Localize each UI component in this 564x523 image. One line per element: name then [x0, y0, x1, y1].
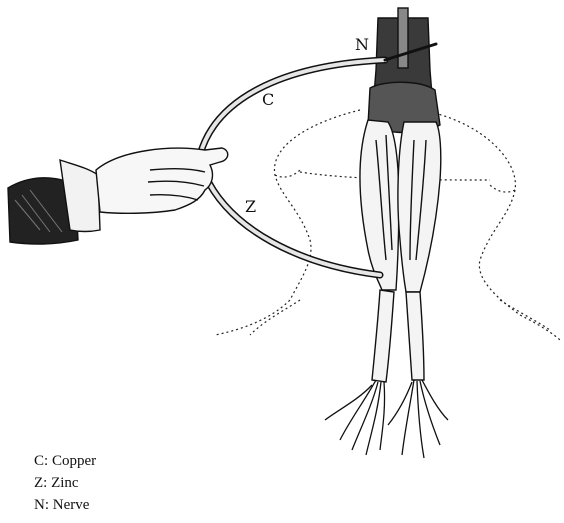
legend-key: N	[34, 497, 45, 513]
legend-text: Zinc	[51, 475, 79, 491]
legend-key: Z	[34, 475, 43, 491]
legend-item-nerve: N: Nerve	[34, 494, 96, 516]
zinc-strip	[205, 175, 380, 275]
legend: C: Copper Z: Zinc N: Nerve	[34, 450, 96, 516]
legend-item-copper: C: Copper	[34, 450, 96, 472]
legend-key: C	[34, 453, 44, 469]
left-foot	[325, 380, 385, 455]
right-foot	[388, 380, 448, 458]
zinc-label: Z	[245, 199, 256, 215]
nerve-label: N	[355, 37, 369, 53]
legend-text: Copper	[52, 453, 96, 469]
legend-text: Nerve	[53, 497, 90, 513]
hand	[8, 148, 228, 244]
legend-separator: :	[45, 497, 53, 513]
legend-separator: :	[44, 453, 52, 469]
copper-label: C	[262, 92, 274, 108]
legend-item-zinc: Z: Zinc	[34, 472, 96, 494]
legend-separator: :	[43, 475, 51, 491]
